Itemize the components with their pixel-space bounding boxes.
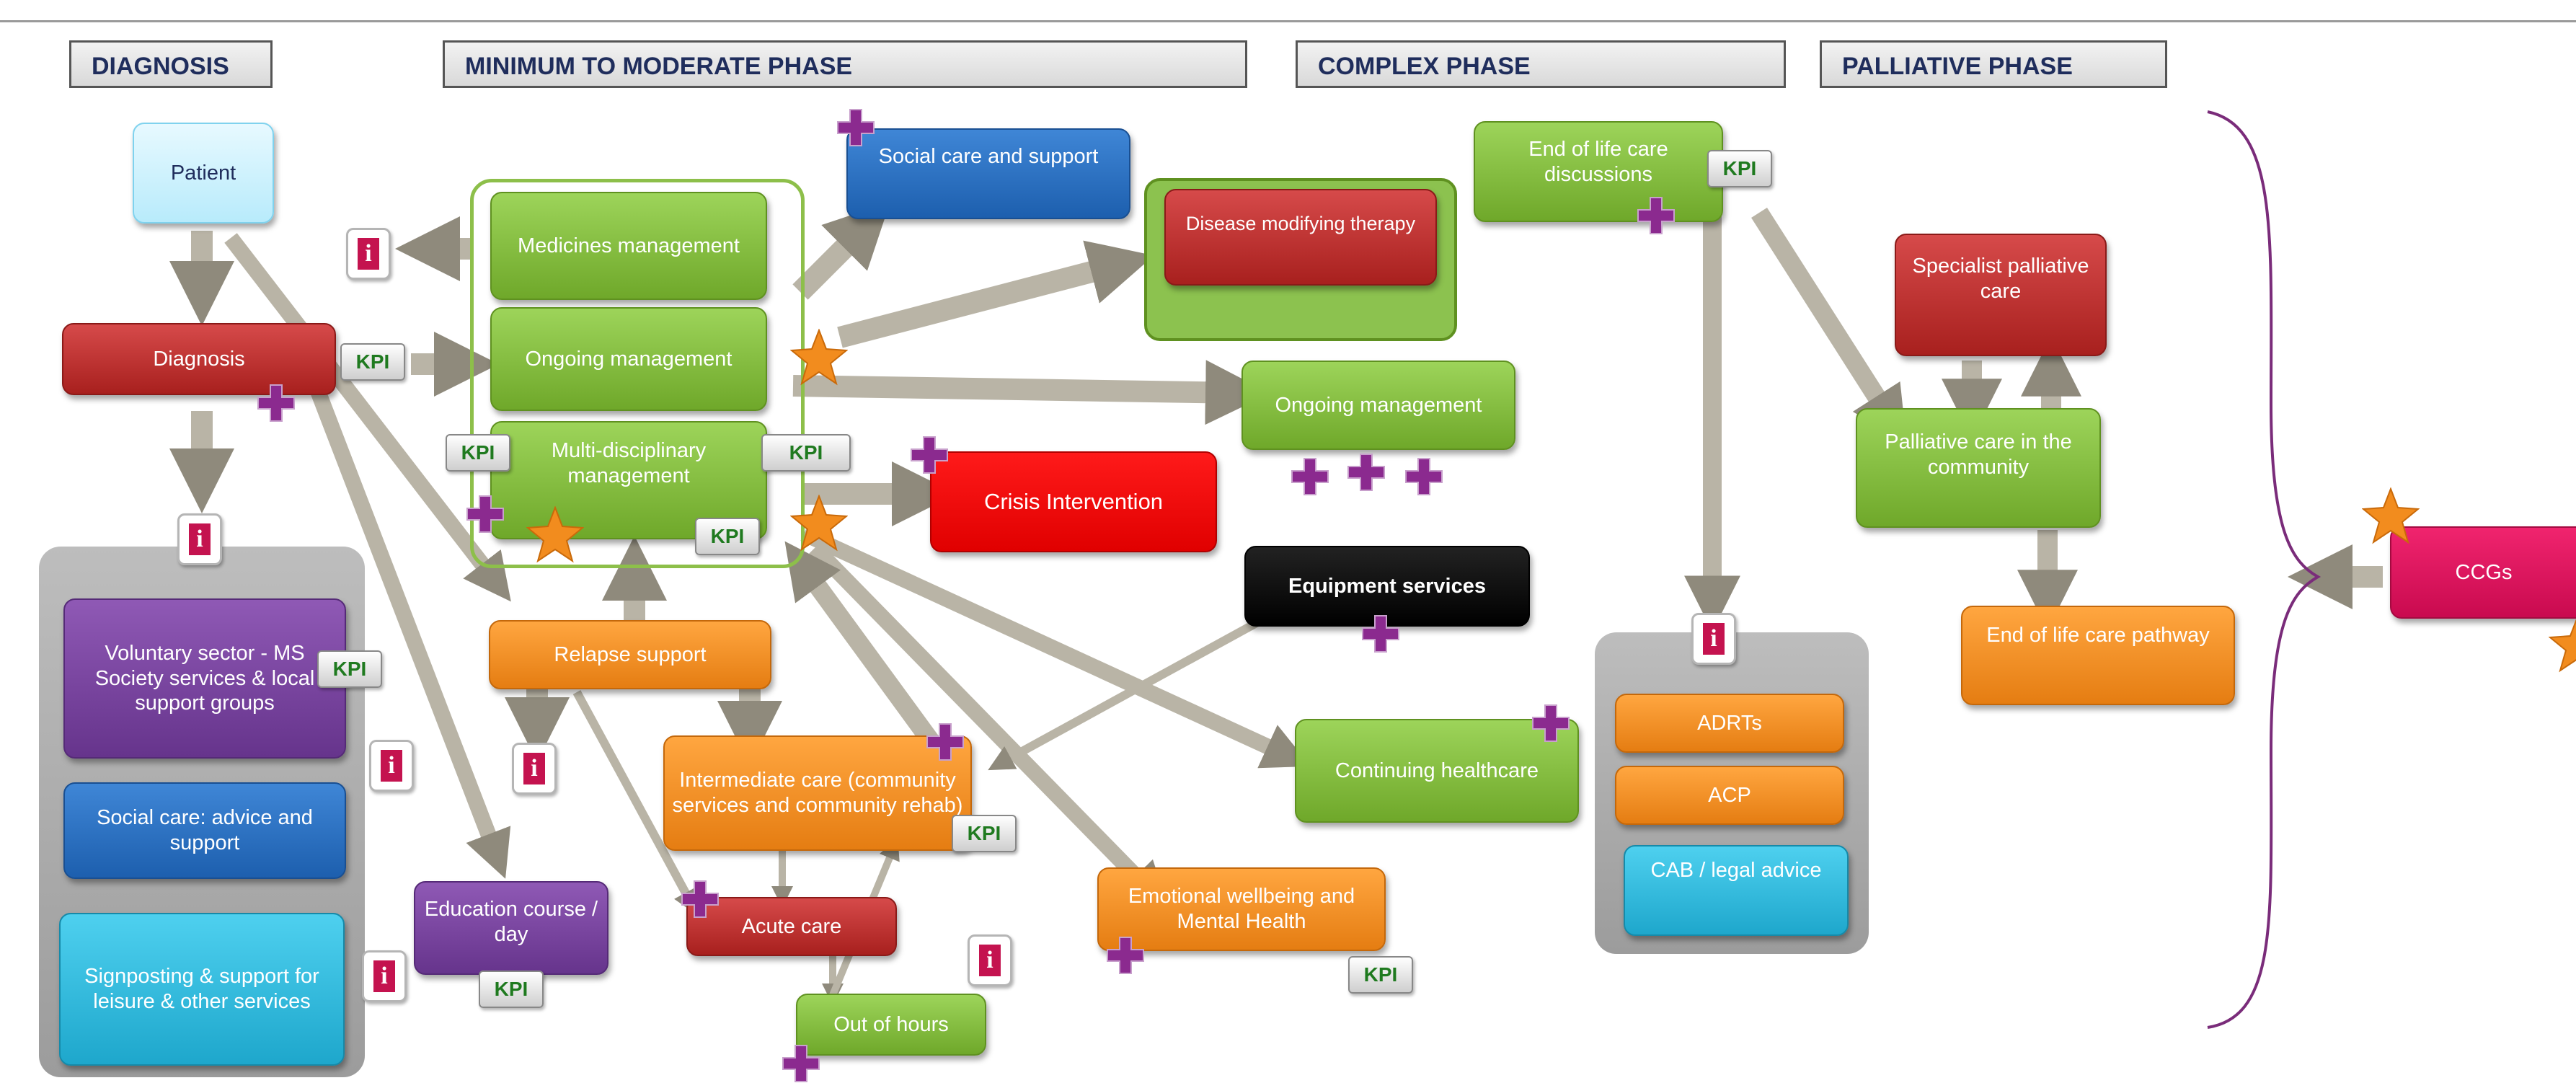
plus-icon — [1637, 197, 1675, 234]
arrow-relapse-acute — [572, 690, 699, 916]
plus-icon — [926, 723, 964, 761]
phase-header-min-moderate: MINIMUM TO MODERATE PHASE — [443, 40, 1247, 88]
kpi-badge: KPI — [1348, 956, 1413, 994]
info-glyph: i — [381, 750, 402, 782]
plus-icon — [466, 495, 504, 533]
intermediate-care-node: Intermediate care (community services an… — [663, 735, 972, 851]
cab-legal-advice-node: CAB / legal advice — [1624, 845, 1849, 936]
plus-icon — [1291, 458, 1329, 495]
arrow-group-ongoing2 — [792, 360, 1270, 425]
kpi-badge: KPI — [446, 434, 510, 472]
kpi-badge: KPI — [952, 815, 1017, 852]
plus-icon — [257, 384, 295, 422]
specialist-palliative-care-node: Specialist palliative care — [1895, 234, 2107, 356]
info-icon[interactable]: i — [369, 740, 414, 792]
star-icon — [790, 329, 848, 386]
phase-header-diagnosis: DIAGNOSIS — [69, 40, 273, 88]
end-of-life-pathway-node: End of life care pathway — [1961, 606, 2235, 705]
info-glyph: i — [189, 523, 211, 555]
adrts-node: ADRTs — [1615, 694, 1844, 753]
plus-icon — [681, 880, 719, 918]
plus-icon — [1347, 454, 1385, 491]
ongoing-management-node-1: Ongoing management — [490, 307, 767, 411]
arrow-intermediate-group — [784, 541, 945, 756]
ongoing-management-node-2: Ongoing management — [1241, 361, 1515, 450]
education-node: Education course / day — [414, 881, 608, 975]
arrow-patient-relapse — [224, 233, 511, 602]
acp-node: ACP — [1615, 766, 1844, 825]
palliative-bracket — [2207, 110, 2322, 1029]
relapse-support-node: Relapse support — [489, 620, 771, 689]
info-icon[interactable]: i — [177, 513, 222, 565]
kpi-badge: KPI — [695, 518, 760, 555]
star-icon — [2549, 619, 2576, 673]
arrow-group-social — [792, 202, 890, 300]
plus-icon — [1362, 615, 1399, 653]
top-divider — [0, 20, 2576, 22]
arrow-equipment-intermediate — [988, 616, 1264, 771]
arrow-group-continuing — [800, 526, 1311, 769]
arrow-eol-palliative — [1751, 208, 1907, 444]
signposting-node: Signposting & support for leisure & othe… — [59, 913, 345, 1066]
info-glyph: i — [373, 960, 395, 992]
palliative-community-node: Palliative care in the community — [1856, 408, 2101, 528]
patient-node: Patient — [133, 123, 274, 224]
plus-icon — [837, 109, 875, 146]
info-glyph: i — [523, 753, 545, 784]
info-icon[interactable]: i — [362, 950, 407, 1002]
kpi-badge: KPI — [761, 434, 851, 472]
end-of-life-discussions-node: End of life care discussions — [1474, 121, 1723, 222]
star-icon — [790, 495, 848, 552]
crisis-intervention-node: Crisis Intervention — [930, 451, 1217, 552]
info-icon[interactable]: i — [512, 743, 557, 795]
social-care-support-node: Social care and support — [846, 128, 1130, 219]
acute-care-node: Acute care — [686, 897, 897, 956]
social-care-advice-node: Social care: advice and support — [63, 782, 346, 879]
kpi-badge: KPI — [479, 971, 544, 1008]
ccgs-node: CCGs — [2390, 526, 2576, 619]
info-icon[interactable]: i — [346, 228, 391, 280]
arrow-group-dmt — [837, 240, 1154, 348]
info-glyph: i — [1703, 623, 1725, 655]
kpi-badge: KPI — [317, 650, 382, 688]
core-management-group — [470, 179, 805, 568]
plus-icon — [1532, 704, 1570, 742]
plus-icon — [1405, 458, 1443, 495]
disease-modifying-therapy-node: Disease modifying therapy — [1164, 189, 1437, 286]
kpi-badge: KPI — [1707, 150, 1772, 187]
plus-icon — [911, 436, 948, 474]
kpi-badge: KPI — [340, 343, 405, 381]
arrow-diagnosis-education — [309, 386, 511, 879]
out-of-hours-node: Out of hours — [796, 994, 986, 1056]
info-icon[interactable]: i — [968, 934, 1012, 986]
info-glyph: i — [979, 945, 1001, 976]
multidisciplinary-management-node: Multi-disciplinary management — [490, 421, 767, 539]
medicines-management-node: Medicines management — [490, 192, 767, 300]
plus-icon — [1107, 937, 1144, 974]
star-icon — [2362, 487, 2420, 544]
continuing-healthcare-node: Continuing healthcare — [1295, 719, 1579, 823]
arrow-group-emotional — [809, 542, 1169, 911]
phase-header-palliative: PALLIATIVE PHASE — [1820, 40, 2167, 88]
emotional-wellbeing-node: Emotional wellbeing and Mental Health — [1097, 867, 1386, 951]
star-icon — [526, 506, 584, 563]
info-icon[interactable]: i — [1691, 613, 1736, 665]
diagnosis-node: Diagnosis — [62, 323, 336, 395]
phase-header-complex: COMPLEX PHASE — [1296, 40, 1786, 88]
voluntary-sector-node: Voluntary sector - MS Society services &… — [63, 598, 346, 759]
info-glyph: i — [358, 238, 379, 270]
